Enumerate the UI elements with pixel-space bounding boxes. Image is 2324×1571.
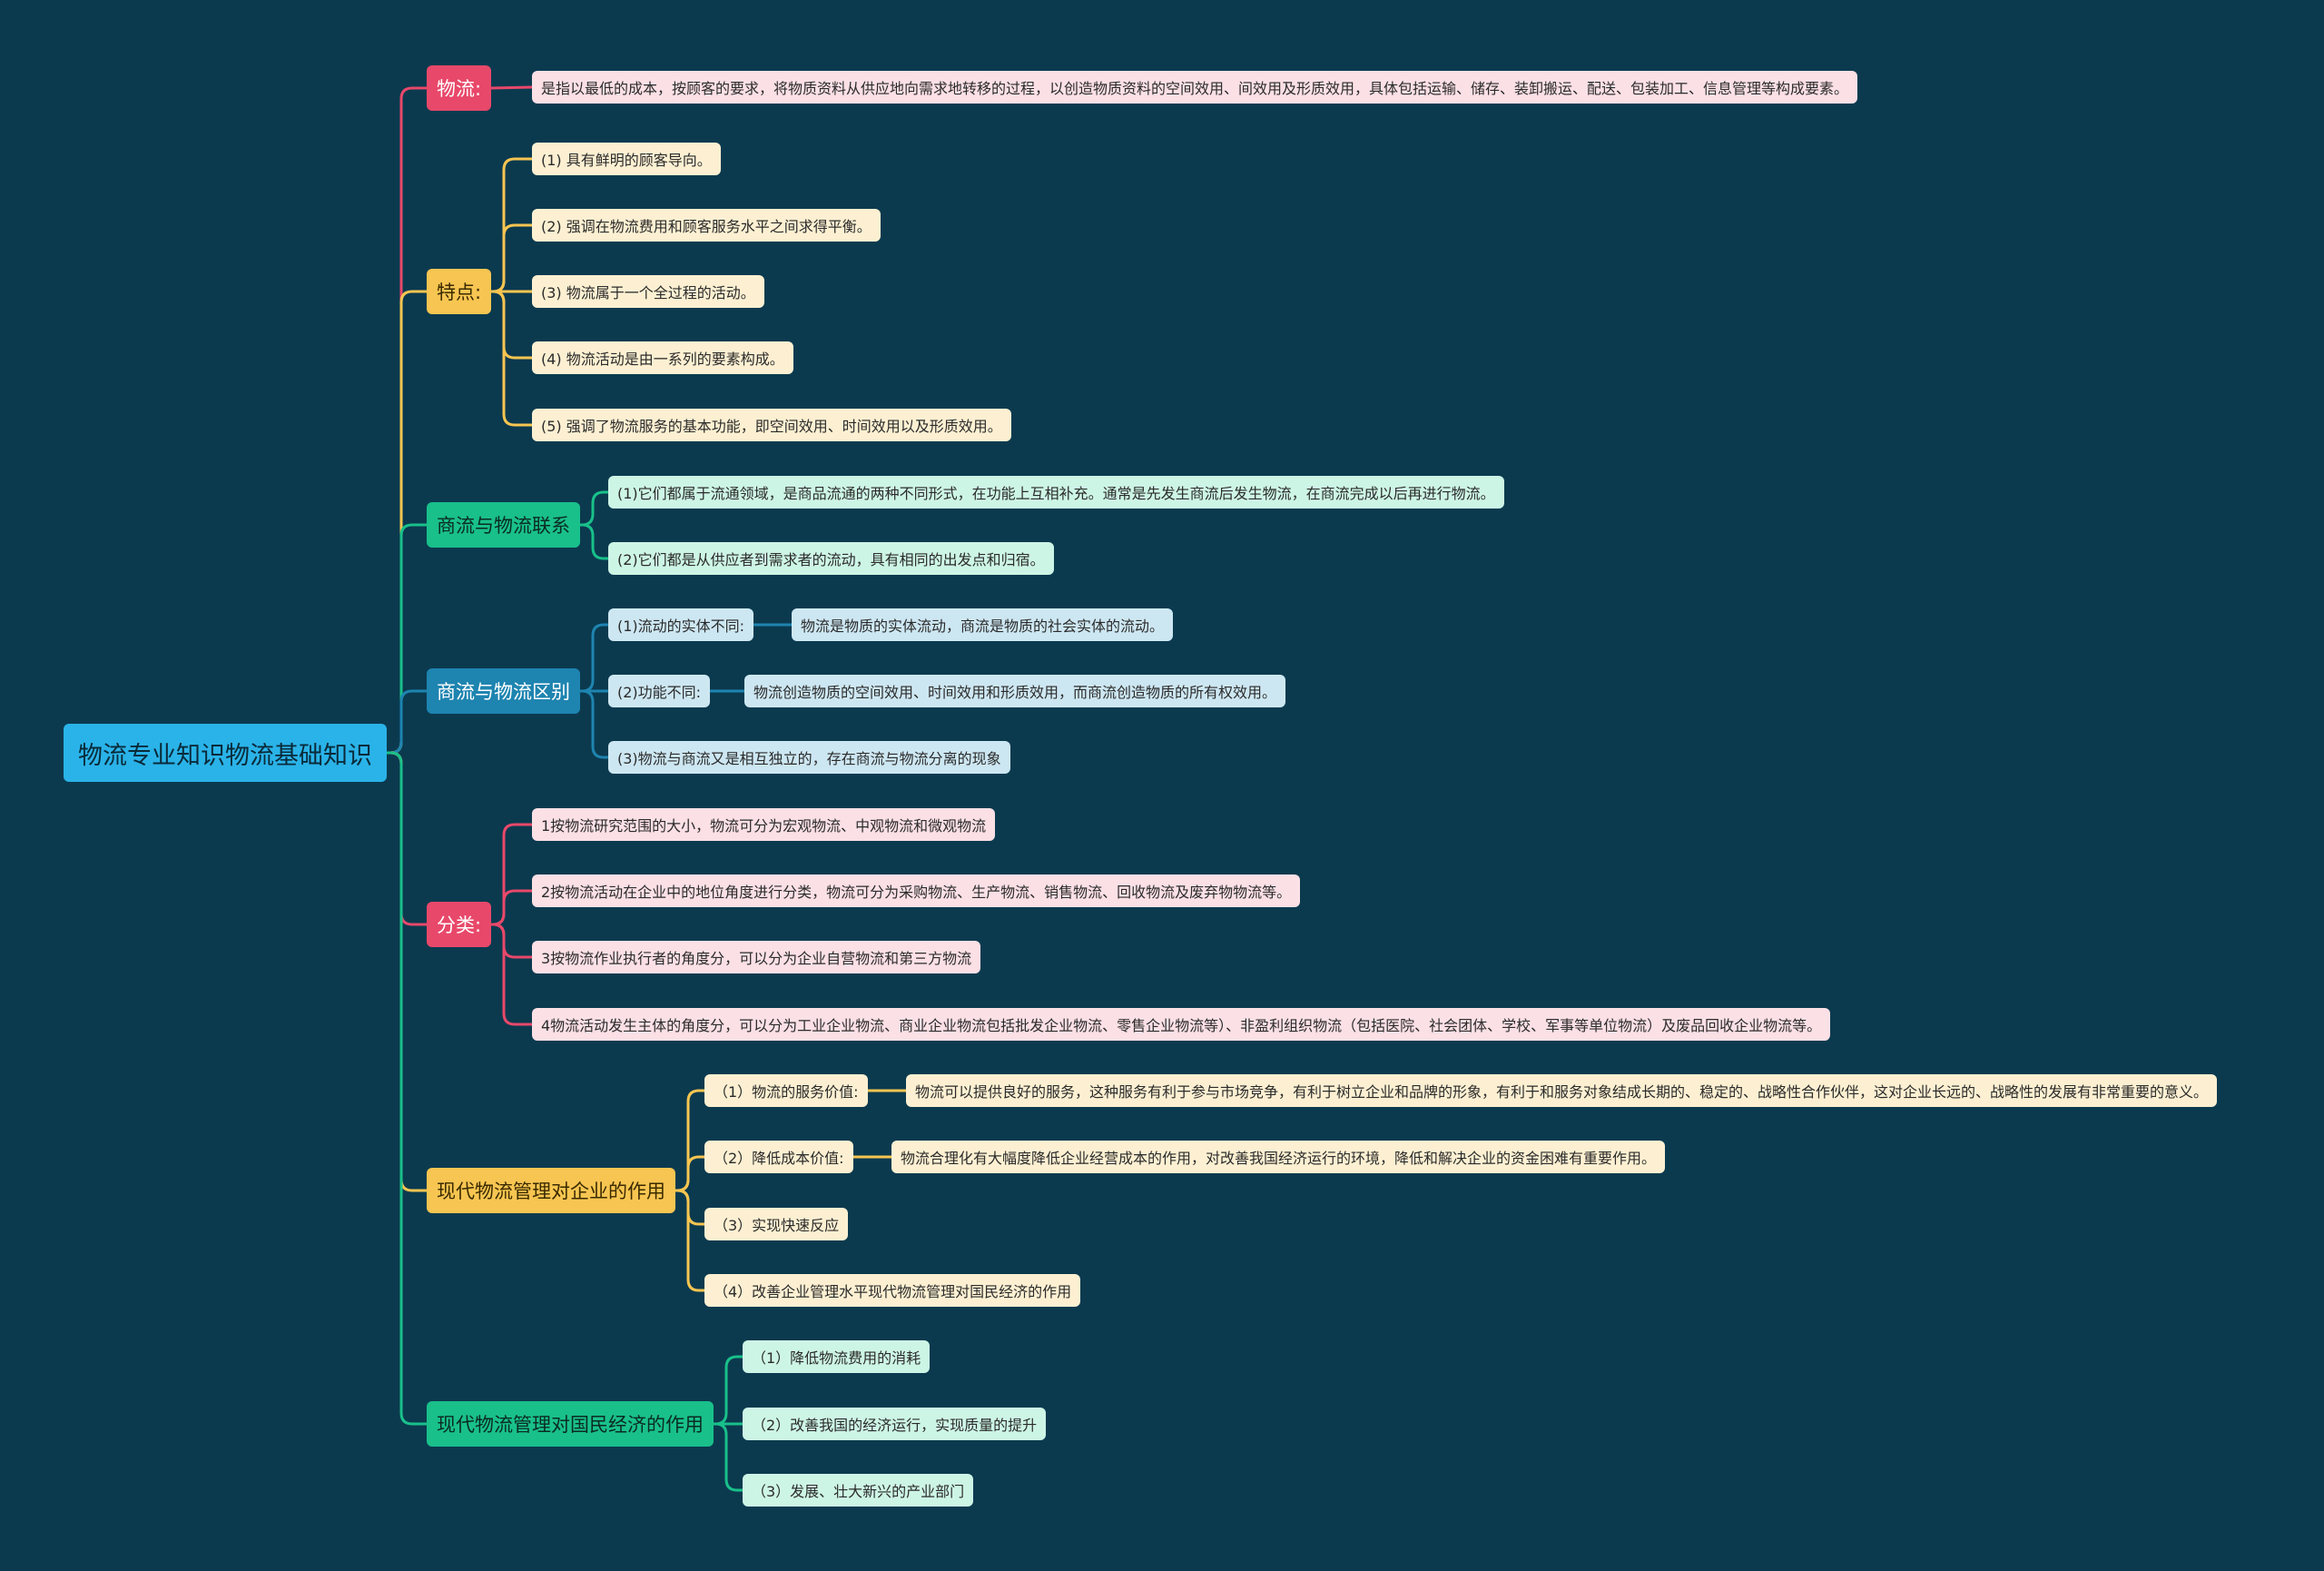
branch-difference[interactable]: 商流与物流区别	[427, 668, 580, 714]
leaf-difference-2[interactable]: (2)功能不同:	[608, 675, 711, 707]
connector-feat_2	[489, 223, 534, 293]
connector-cls_4	[489, 923, 534, 1026]
leaf-classification-1[interactable]: 1按物流研究范围的大小，物流可分为宏观物流、中观物流和微观物流	[532, 808, 996, 841]
leaf-feature-5[interactable]: (5) 强调了物流服务的基本功能，即空间效用、时间效用以及形质效用。	[532, 409, 1011, 441]
leaf-feature-2[interactable]: (2) 强调在物流费用和顾客服务水平之间求得平衡。	[532, 209, 881, 242]
leaf-classification-3[interactable]: 3按物流作业执行者的角度分，可以分为企业自营物流和第三方物流	[532, 941, 981, 973]
leaf-connection-1[interactable]: (1)它们都属于流通领域，是商品流通的两种不同形式，在功能上互相补充。通常是先发…	[608, 476, 1504, 509]
leaf-difference-1[interactable]: (1)流动的实体不同:	[608, 608, 754, 641]
connector-ent	[385, 751, 428, 1192]
leaf-feature-3[interactable]: (3) 物流属于一个全过程的活动。	[532, 275, 764, 308]
branch-definition[interactable]: 物流:	[427, 65, 492, 111]
leaf-classification-4[interactable]: 4物流活动发生主体的角度分，可以分为工业企业物流、商业企业物流包括批发企业物流、…	[532, 1008, 1831, 1041]
leaf-enterprise-2-detail[interactable]: 物流合理化有大幅度降低企业经营成本的作用，对改善我国经济运行的环境，降低和解决企…	[891, 1141, 1666, 1173]
connector-diff	[385, 689, 428, 755]
connector-diff_3	[578, 689, 610, 759]
connector-feat_5	[489, 290, 534, 427]
branch-enterprise-role[interactable]: 现代物流管理对企业的作用	[427, 1168, 675, 1213]
branch-features[interactable]: 特点:	[427, 269, 492, 314]
leaf-enterprise-1[interactable]: （1）物流的服务价值:	[704, 1074, 868, 1107]
connector-feat_4	[489, 290, 534, 360]
connector-link	[385, 523, 428, 755]
branch-economy-role[interactable]: 现代物流管理对国民经济的作用	[427, 1401, 714, 1447]
leaf-enterprise-4[interactable]: （4）改善企业管理水平现代物流管理对国民经济的作用	[704, 1274, 1081, 1307]
connector-cls_2	[489, 889, 534, 926]
connector-eco_1	[712, 1355, 744, 1426]
connector-feat	[385, 290, 428, 755]
connector-eco	[385, 751, 428, 1426]
leaf-enterprise-1-detail[interactable]: 物流可以提供良好的服务，这种服务有利于参与市场竞争，有利于树立企业和品牌的形象，…	[906, 1074, 2218, 1107]
leaf-enterprise-3[interactable]: （3）实现快速反应	[704, 1208, 849, 1240]
leaf-definition[interactable]: 是指以最低的成本，按顾客的要求，将物质资料从供应地向需求地转移的过程，以创造物质…	[532, 71, 1858, 104]
leaf-difference-1-detail[interactable]: 物流是物质的实体流动，商流是物质的社会实体的流动。	[792, 608, 1174, 641]
connector-link_1	[578, 490, 610, 527]
leaf-enterprise-2[interactable]: （2）降低成本价值:	[704, 1141, 853, 1173]
connector-eco_3	[712, 1422, 744, 1492]
connector-ent_4	[674, 1189, 706, 1292]
connector-def_1	[489, 85, 534, 90]
branch-classification[interactable]: 分类:	[427, 902, 492, 947]
leaf-difference-3[interactable]: (3)物流与商流又是相互独立的，存在商流与物流分离的现象	[608, 741, 1010, 774]
leaf-economy-3[interactable]: （3）发展、壮大新兴的产业部门	[743, 1474, 974, 1507]
leaf-economy-2[interactable]: （2）改善我国的经济运行，实现质量的提升	[743, 1408, 1047, 1440]
leaf-feature-4[interactable]: (4) 物流活动是由一系列的要素构成。	[532, 341, 793, 374]
root-topic[interactable]: 物流专业知识物流基础知识	[64, 724, 387, 782]
leaf-difference-2-detail[interactable]: 物流创造物质的空间效用、时间效用和形质效用，而商流创造物质的所有权效用。	[744, 675, 1286, 707]
connector-cls_1	[489, 823, 534, 926]
leaf-feature-1[interactable]: (1) 具有鲜明的顾客导向。	[532, 143, 721, 175]
branch-connection[interactable]: 商流与物流联系	[427, 502, 580, 548]
leaf-economy-1[interactable]: （1）降低物流费用的消耗	[743, 1340, 931, 1373]
connector-cls_3	[489, 923, 534, 959]
connector-diff_1	[578, 623, 610, 693]
connector-ent_1	[674, 1089, 706, 1192]
connector-link_2	[578, 523, 610, 560]
connector-ent_2	[674, 1155, 706, 1192]
connector-cls	[385, 751, 428, 926]
leaf-connection-2[interactable]: (2)它们都是从供应者到需求者的流动，具有相同的出发点和归宿。	[608, 542, 1054, 575]
connector-def	[385, 86, 428, 755]
leaf-classification-2[interactable]: 2按物流活动在企业中的地位角度进行分类，物流可分为采购物流、生产物流、销售物流、…	[532, 874, 1301, 907]
connector-ent_3	[674, 1189, 706, 1226]
